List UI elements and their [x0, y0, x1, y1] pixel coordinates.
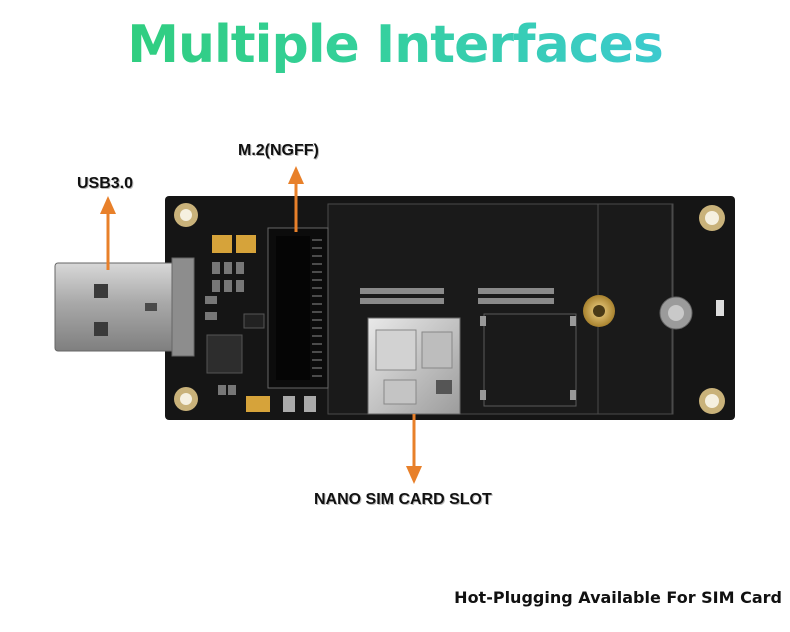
- mounting-hole: [699, 388, 725, 414]
- arrow-sim: [406, 414, 422, 484]
- usb-connector: [54, 257, 195, 357]
- m2-label: M.2(NGFF): [238, 142, 319, 159]
- arrow-usb: [100, 196, 116, 270]
- mounting-hole: [174, 203, 198, 227]
- arrow-m2: [288, 166, 304, 232]
- nano-sim-card-slot: [367, 317, 461, 415]
- sim-slot-2: [480, 313, 577, 407]
- headline-title: Multiple Interfaces: [0, 10, 790, 80]
- m2-screw: [659, 296, 693, 330]
- m2-ngff-slot: [267, 227, 329, 412]
- mounting-hole: [174, 387, 198, 411]
- sim-slot-label: NANO SIM CARD SLOT: [314, 491, 492, 508]
- pcb-board: [165, 196, 735, 420]
- usb-label: USB3.0: [77, 175, 134, 192]
- m2-standoff: [583, 295, 615, 327]
- mounting-hole: [699, 205, 725, 231]
- hot-plug-note: Hot-Plugging Available For SIM Card: [454, 588, 782, 607]
